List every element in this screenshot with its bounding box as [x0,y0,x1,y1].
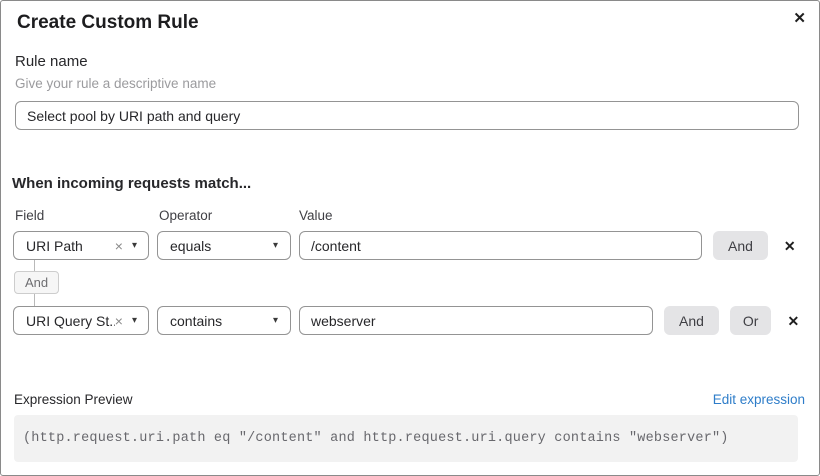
expression-preview-header: Expression Preview Edit expression [14,391,805,408]
rule-name-label: Rule name [15,53,88,70]
field-column-label: Field [15,208,45,223]
chevron-down-icon: ▾ [131,314,137,326]
field-select-value: URI Path [26,237,83,254]
operator-select[interactable]: equals ▾ [157,231,291,260]
add-and-condition-button[interactable]: And [713,231,768,260]
condition-column-labels: Field Operator Value [1,208,819,224]
field-select[interactable]: URI Query St... × ▾ [13,306,149,335]
chevron-down-icon: ▾ [131,239,137,251]
chevron-down-icon: ▾ [272,314,278,326]
close-icon[interactable]: ✕ [790,8,809,29]
expression-code: (http.request.uri.path eq "/content" and… [23,431,729,446]
chevron-down-icon: ▾ [272,239,278,251]
operator-select-value: contains [170,312,223,329]
dialog-title: Create Custom Rule [17,12,199,33]
field-select[interactable]: URI Path × ▾ [13,231,149,260]
rule-name-input[interactable] [15,101,799,130]
operator-select-value: equals [170,237,212,254]
operator-column-label: Operator [159,208,213,223]
remove-condition-icon[interactable]: ✕ [783,237,796,254]
add-or-condition-button[interactable]: Or [729,306,772,335]
edit-expression-link[interactable]: Edit expression [712,392,805,407]
and-connector-badge[interactable]: And [14,271,60,294]
operator-select[interactable]: contains ▾ [157,306,291,335]
clear-icon[interactable]: × [114,237,123,254]
connector-line [34,294,35,306]
field-select-value: URI Query St... [26,312,115,329]
value-input[interactable] [299,306,653,335]
value-column-label: Value [299,208,333,223]
condition-row-1: URI Path × ▾ equals ▾ And ✕ [13,231,819,260]
expression-preview-box: (http.request.uri.path eq "/content" and… [14,415,798,462]
match-heading: When incoming requests match... [12,175,252,192]
add-and-condition-button[interactable]: And [664,306,719,335]
condition-connector: And [1,260,819,306]
clear-icon[interactable]: × [114,312,123,329]
value-input[interactable] [299,231,702,260]
remove-condition-icon[interactable]: ✕ [787,312,800,329]
connector-line [34,260,35,271]
expression-preview-label: Expression Preview [14,392,133,407]
condition-row-2: URI Query St... × ▾ contains ▾ And Or ✕ [13,306,819,335]
rule-name-hint: Give your rule a descriptive name [15,76,217,91]
